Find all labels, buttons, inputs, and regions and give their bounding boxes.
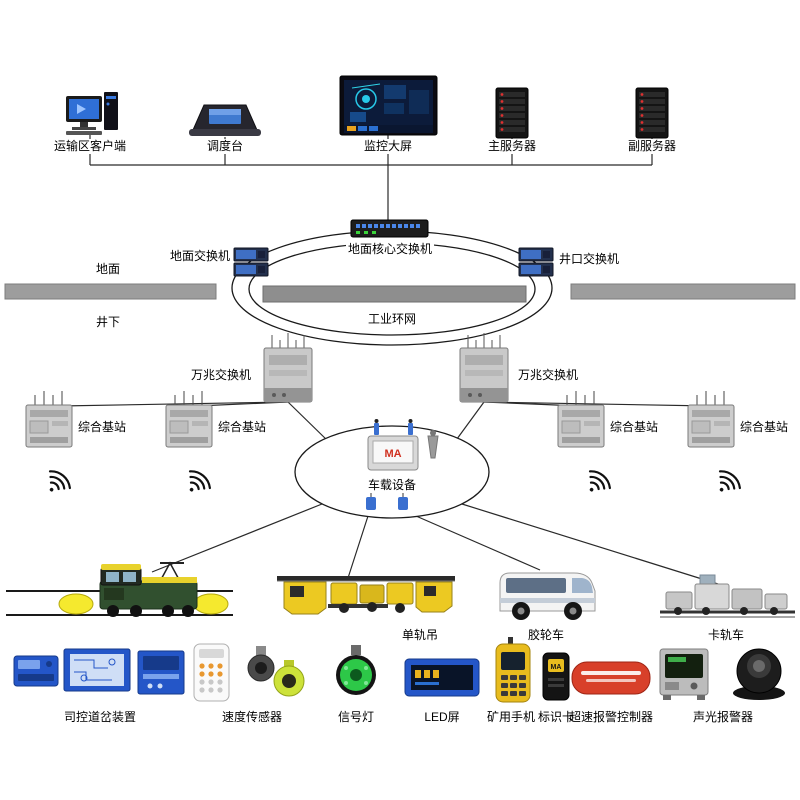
label-core-switch: 地面核心交换机 xyxy=(345,242,435,257)
label-industrial-ring: 工业环网 xyxy=(365,312,419,327)
label-monitor-screen: 监控大屏 xyxy=(361,139,415,154)
ground-switch-icon xyxy=(233,247,269,277)
label-base-station-1: 综合基站 xyxy=(77,420,127,434)
tg-switch-right-icon xyxy=(459,332,509,403)
ground-bar-right xyxy=(570,283,796,300)
label-base-station-4: 综合基站 xyxy=(739,420,789,434)
label-monorail-crane: 单轨吊 xyxy=(401,628,439,642)
rail-clamp-vehicle-icon xyxy=(660,574,795,618)
label-wellhead-switch: 井口交换机 xyxy=(558,252,620,266)
label-client: 运输区客户端 xyxy=(51,139,129,154)
label-dispatch-console: 调度台 xyxy=(204,139,246,154)
base-station-1-icon xyxy=(25,390,73,448)
ring-backbone-bar xyxy=(262,285,527,303)
label-sound-light-alarm: 声光报警器 xyxy=(692,710,754,724)
id-card-icon: MA xyxy=(542,652,570,701)
wifi-signal-icon-2 xyxy=(179,466,215,501)
label-base-station-3: 综合基站 xyxy=(609,420,659,434)
label-rail-clamp-vehicle: 卡轨车 xyxy=(707,628,745,642)
wellhead-switch-icon xyxy=(518,247,554,277)
main-server-icon xyxy=(495,87,529,139)
client-computer-icon xyxy=(66,92,118,135)
monorail-crane-icon xyxy=(277,576,455,615)
base-station-2-icon xyxy=(165,390,213,448)
big-screen-icon xyxy=(339,75,438,136)
speed-sensor-icon xyxy=(193,643,305,702)
dispatch-console-icon xyxy=(189,104,261,136)
label-led-screen: LED屏 xyxy=(424,710,460,724)
signal-light-icon xyxy=(336,645,376,695)
sound-light-alarm-icon xyxy=(659,648,785,700)
base-station-3-icon xyxy=(557,390,605,448)
led-screen-icon xyxy=(404,658,480,697)
mine-phone-icon xyxy=(495,637,531,703)
ground-bar-left xyxy=(4,283,217,300)
label-backup-server: 副服务器 xyxy=(625,139,679,154)
label-tg-switch-left: 万兆交换机 xyxy=(188,368,254,383)
ma-logo-card: MA xyxy=(551,664,562,671)
label-switch-control: 司控道岔装置 xyxy=(63,710,137,724)
label-speed-sensor: 速度传感器 xyxy=(221,710,283,724)
label-rubber-tired-vehicle: 胶轮车 xyxy=(527,628,565,642)
overspeed-controller-icon xyxy=(571,661,651,695)
label-overspeed-controller: 超速报警控制器 xyxy=(568,710,654,724)
wifi-signal-icon-3 xyxy=(579,466,615,501)
backup-server-icon xyxy=(635,87,669,139)
label-underground: 井下 xyxy=(95,315,121,329)
label-mine-phone: 矿用手机 xyxy=(486,710,536,724)
label-ground-switch: 地面交换机 xyxy=(169,249,231,263)
label-onboard-equipment: 车载设备 xyxy=(365,478,419,493)
wifi-signal-icon-4 xyxy=(709,466,745,501)
label-tg-switch-right: 万兆交换机 xyxy=(515,368,581,383)
ground-level-bars xyxy=(4,283,796,303)
label-id-card: 标识卡 xyxy=(537,710,575,724)
onboard-equipment-group: MA xyxy=(294,419,490,519)
connection-lines xyxy=(59,133,719,585)
label-signal-light: 信号灯 xyxy=(337,710,375,724)
locomotive xyxy=(6,561,233,617)
label-base-station-2: 综合基站 xyxy=(217,420,267,434)
ma-logo-display: MA xyxy=(384,448,401,460)
core-switch-icon xyxy=(350,219,429,238)
base-station-4-icon xyxy=(687,390,735,448)
label-main-server: 主服务器 xyxy=(485,139,539,154)
label-surface: 地面 xyxy=(95,262,121,276)
wifi-signal-icon-1 xyxy=(39,466,75,501)
tg-switch-left-icon xyxy=(263,332,313,403)
rubber-tired-vehicle-icon xyxy=(499,572,596,620)
switch-control-device-icon xyxy=(13,648,185,695)
